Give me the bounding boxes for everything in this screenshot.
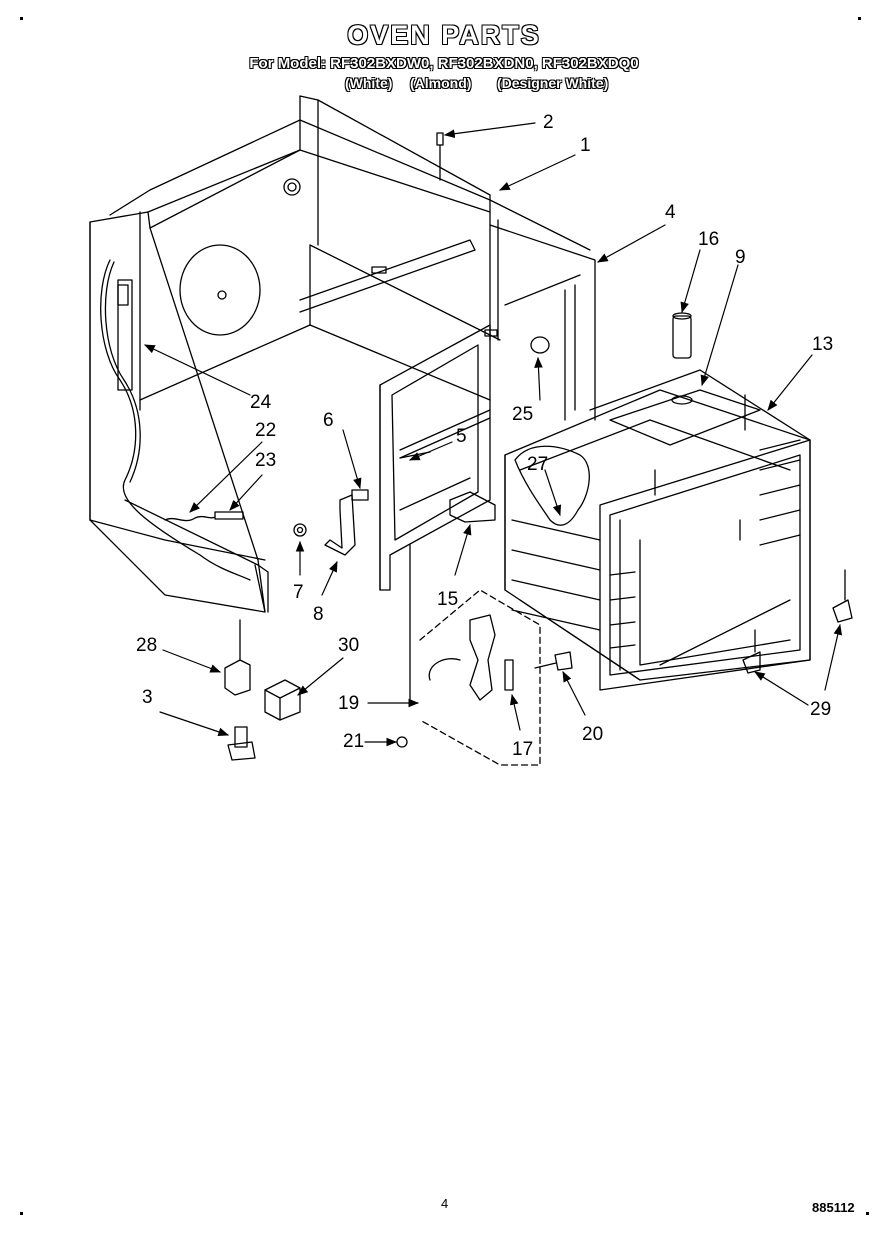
front-frame [379, 324, 498, 591]
callout-6: 6 [323, 410, 334, 431]
callout-25: 25 [512, 404, 534, 425]
callout-4: 4 [665, 202, 676, 223]
callout-19: 19 [338, 693, 360, 714]
callout-30: 30 [338, 635, 360, 656]
callout-5: 5 [456, 426, 467, 447]
callout-15: 15 [437, 589, 459, 610]
corner-mark [858, 17, 861, 20]
corner-mark [20, 1212, 23, 1215]
leader-lines [144, 122, 843, 747]
page-number: 4 [441, 1196, 449, 1211]
callout-20: 20 [582, 724, 604, 745]
corner-mark [20, 17, 23, 20]
color-almond-label: (Almond) [410, 75, 472, 91]
oven-cavity [504, 369, 811, 691]
callout-21: 21 [343, 731, 365, 752]
corner-mark [866, 1212, 869, 1215]
callout-22: 22 [255, 420, 277, 441]
callout-8: 8 [313, 604, 324, 625]
model-list: For Model: RF302BXDW0, RF302BXDN0, RF302… [249, 55, 639, 72]
callout-24: 24 [250, 392, 272, 413]
document-number: 885112 [812, 1200, 855, 1215]
color-designer-label: (Designer White) [497, 75, 609, 91]
page-title: OVEN PARTS [347, 20, 541, 50]
callout-1: 1 [580, 135, 591, 156]
callout-2: 2 [543, 112, 554, 133]
vent-tube [671, 312, 693, 405]
callout-13: 13 [812, 334, 834, 355]
small-parts [164, 132, 853, 766]
callout-27: 27 [527, 454, 549, 475]
callout-17: 17 [512, 739, 534, 760]
callout-9: 9 [735, 247, 746, 268]
callout-23: 23 [255, 450, 277, 471]
callout-16: 16 [698, 229, 720, 250]
oven-body-frame [89, 95, 596, 613]
callout-29: 29 [810, 699, 832, 720]
callout-7: 7 [293, 582, 304, 603]
callout-3: 3 [142, 687, 153, 708]
callout-28: 28 [136, 635, 158, 656]
color-white-label: (White) [345, 75, 393, 91]
